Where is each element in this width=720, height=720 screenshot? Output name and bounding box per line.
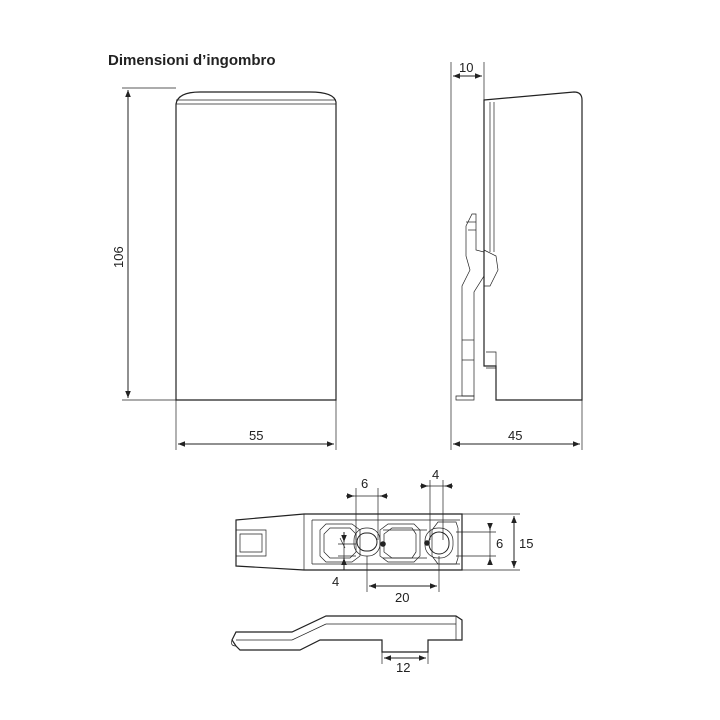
dimension-base-slot: 6 [346, 476, 388, 540]
dimension-base-hole-small: 4 [332, 532, 356, 589]
dimension-label-6-slot: 6 [361, 476, 368, 491]
dimension-label-6-inner: 6 [496, 536, 503, 551]
dimension-base-spacing: 20 [366, 556, 440, 605]
dimension-base-hole: 4 [420, 467, 453, 540]
dimension-clip-width: 12 [381, 652, 429, 675]
dimension-front-width: 55 [175, 400, 337, 450]
dimension-label-55: 55 [249, 428, 263, 443]
dimension-label-15: 15 [519, 536, 533, 551]
front-view [175, 91, 337, 401]
dimension-base-inner-height: 6 [456, 523, 503, 565]
dimension-label-10: 10 [459, 60, 473, 75]
dimension-label-45: 45 [508, 428, 522, 443]
dimension-label-20: 20 [395, 590, 409, 605]
dimension-front-height: 106 [111, 87, 176, 401]
dimension-base-height: 15 [462, 513, 533, 571]
page-title: Dimensioni d’ingombro [108, 52, 276, 69]
base-plate-view [235, 513, 463, 571]
dimension-label-12: 12 [396, 660, 410, 675]
dimension-side-top: 10 [450, 60, 485, 450]
dimension-label-4-top: 4 [432, 467, 439, 482]
dimension-side-depth: 45 [453, 400, 583, 450]
dimension-label-4-bottom: 4 [332, 574, 339, 589]
side-view [455, 91, 583, 401]
dimension-label-106: 106 [111, 246, 126, 268]
clip-side-view [231, 615, 463, 653]
